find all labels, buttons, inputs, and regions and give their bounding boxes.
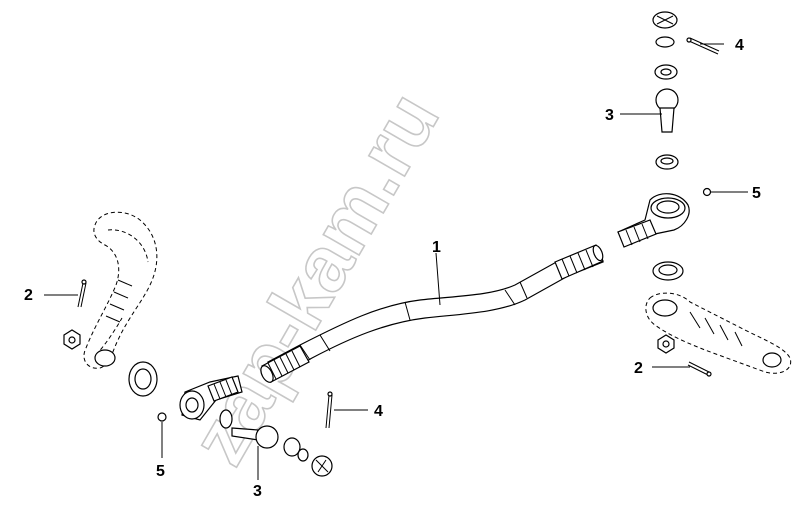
right-steering-arm <box>645 292 792 374</box>
left-ball-pin-kit <box>128 361 333 477</box>
left-tie-rod-end <box>179 375 243 421</box>
rod-thread-right <box>554 244 604 280</box>
callout-3-bottom: 3 <box>253 483 262 500</box>
callout-5-left: 5 <box>156 463 165 480</box>
callout-2-right: 2 <box>634 360 643 377</box>
callout-1: 1 <box>432 239 441 256</box>
bottom-cotter-pin <box>325 391 333 429</box>
callout-2-left: 2 <box>24 287 33 304</box>
left-steering-arm <box>83 211 158 369</box>
callout-4-bottom: 4 <box>374 403 383 420</box>
right-tie-rod-end <box>617 193 690 248</box>
right-arm-nut <box>657 334 675 354</box>
callout-3-top: 3 <box>605 107 614 124</box>
callout-4-top: 4 <box>735 37 744 54</box>
left-cotter-pin <box>77 279 87 308</box>
right-cotter-pin <box>687 361 712 377</box>
left-arm-nut <box>63 329 81 350</box>
left-grease-fitting <box>157 412 167 422</box>
watermark-text: zap-kam.ru <box>174 78 456 479</box>
callout-5-right: 5 <box>752 185 761 202</box>
top-cotter-pin <box>686 37 720 55</box>
left-ring <box>283 437 301 457</box>
left-liner <box>219 409 233 429</box>
rod-thread-left <box>260 345 310 383</box>
tie-rod <box>260 244 604 383</box>
right-ball-pin-kit <box>652 11 684 281</box>
right-grease-fitting <box>702 187 712 197</box>
leader-lines <box>44 43 748 480</box>
